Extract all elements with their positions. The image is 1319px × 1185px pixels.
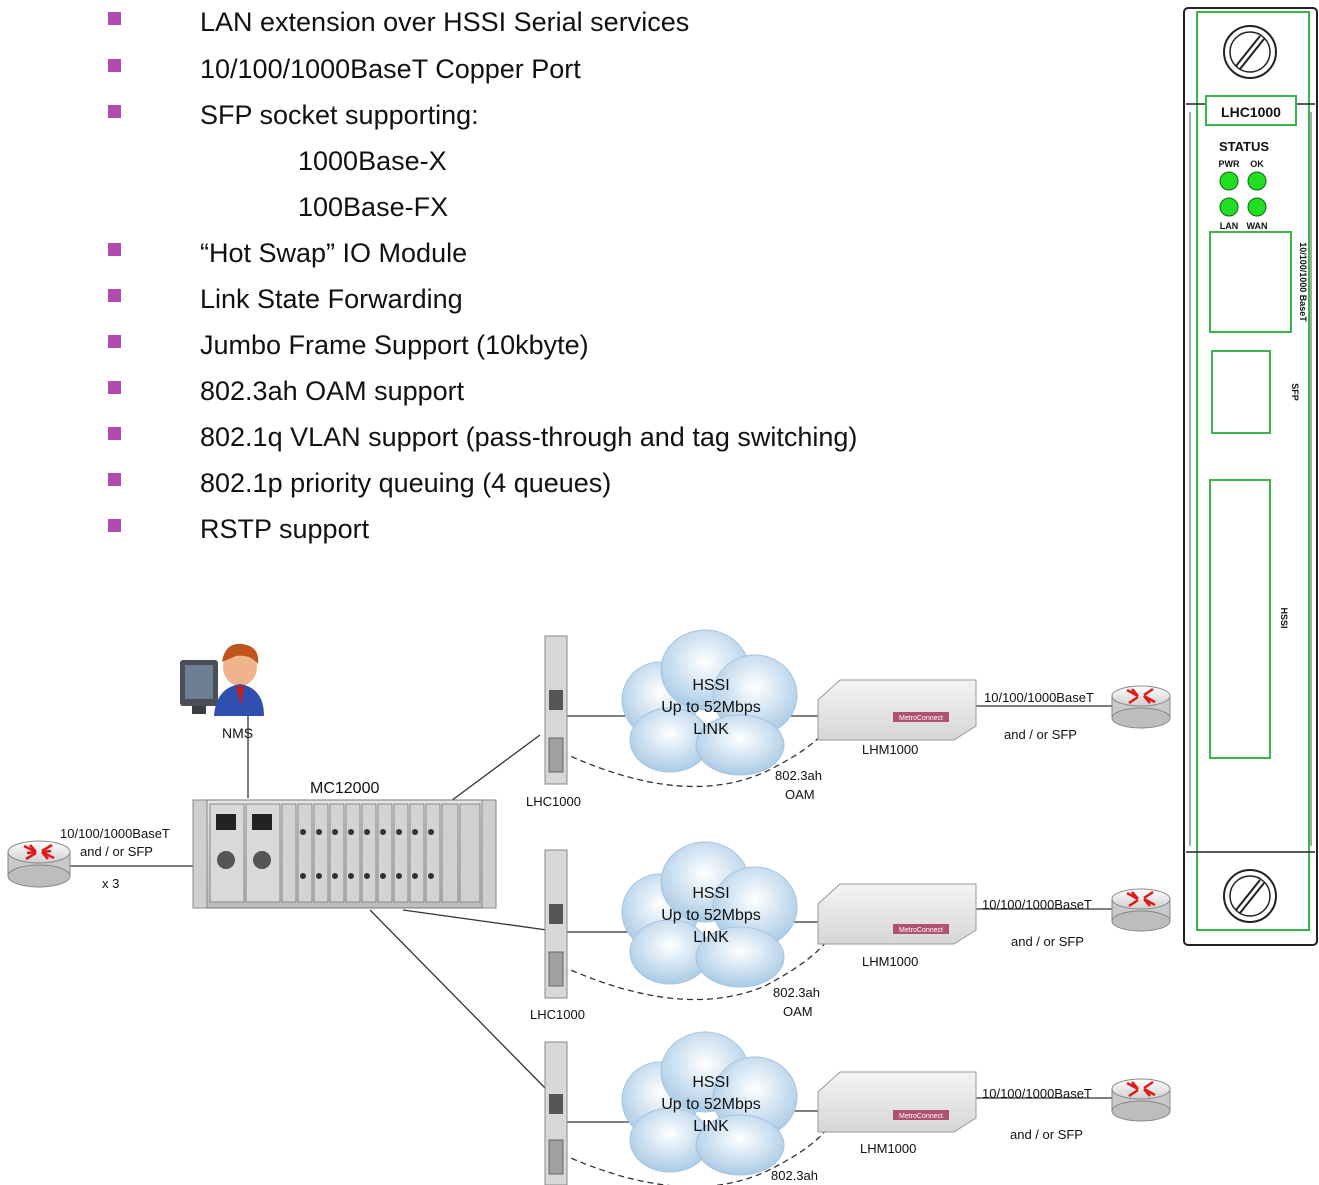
- lhc1000-front-panel: LHC1000 STATUS PWR OK LAN WAN 10/100/100…: [1183, 7, 1318, 946]
- feature-item: RSTP support: [200, 514, 370, 544]
- card-label-1: LHC1000: [526, 794, 581, 809]
- nms-label: NMS: [222, 725, 253, 741]
- led-wan-icon: [1247, 197, 1267, 217]
- panel-model-label: LHC1000: [1221, 104, 1281, 120]
- lhc1000-card-2: [544, 849, 568, 999]
- remote-port-label-2: 10/100/1000BaseT: [982, 897, 1092, 912]
- lhm-label-2: LHM1000: [862, 954, 918, 969]
- hssi-port[interactable]: [1209, 479, 1271, 759]
- feature-list: LAN extension over HSSI Serial services …: [0, 0, 1150, 560]
- left-router-port-label: 10/100/1000BaseT: [60, 826, 170, 841]
- cloud-3-line3: LINK: [693, 1118, 729, 1135]
- remote-sfp-label-3: and / or SFP: [1010, 1127, 1083, 1142]
- cloud-3-line1: HSSI: [692, 1074, 729, 1091]
- led-label-lan: LAN: [1220, 221, 1239, 231]
- remote-router-icon-3: [1111, 1078, 1171, 1122]
- hssi-cloud-3: [621, 1031, 798, 1176]
- lhm-brand-1: MetroConnect: [899, 715, 943, 722]
- led-label-wan: WAN: [1247, 221, 1268, 231]
- lhm1000-unit-3: [817, 1071, 977, 1133]
- left-router-multiplier: x 3: [102, 876, 119, 891]
- lhm-brand-3: MetroConnect: [899, 1113, 943, 1120]
- hssi-cloud-1: [621, 629, 798, 776]
- network-diagram: NMS MC12000: [7, 629, 1171, 1185]
- sfp-port-label: SFP: [1290, 383, 1300, 401]
- remote-sfp-label-1: and / or SFP: [1004, 727, 1077, 742]
- card-label-2: LHC1000: [530, 1007, 585, 1022]
- bullet-icon: [108, 243, 121, 256]
- remote-router-icon-1: [1111, 685, 1171, 729]
- bullet-icon: [108, 473, 121, 486]
- bullet-icon: [108, 12, 121, 25]
- led-ok-icon: [1247, 171, 1267, 191]
- led-label-pwr: PWR: [1219, 159, 1240, 169]
- cloud-2-line3: LINK: [693, 929, 729, 946]
- cloud-1-line1: HSSI: [692, 677, 729, 694]
- lhc1000-card-1: [544, 635, 568, 785]
- panel-status-title: STATUS: [1219, 139, 1269, 154]
- oam-label-1b: OAM: [785, 787, 815, 802]
- oam-label-1a: 802.3ah: [775, 768, 822, 783]
- oam-label-2b: OAM: [783, 1004, 813, 1019]
- bullet-icon: [108, 105, 121, 118]
- bullet-icon: [108, 519, 121, 532]
- remote-port-label-3: 10/100/1000BaseT: [982, 1086, 1092, 1101]
- cloud-3-line2: Up to 52Mbps: [661, 1096, 761, 1113]
- hssi-cloud-2: [621, 841, 798, 988]
- feature-item: 10/100/1000BaseT Copper Port: [200, 54, 581, 84]
- cloud-1-line3: LINK: [693, 721, 729, 738]
- bullet-icon: [108, 289, 121, 302]
- feature-item: Jumbo Frame Support (10kbyte): [200, 330, 589, 360]
- feature-item: Link State Forwarding: [200, 284, 463, 314]
- cloud-2-line1: HSSI: [692, 885, 729, 902]
- copper-port-label: 10/100/1000 BaseT: [1298, 242, 1308, 322]
- copper-port[interactable]: [1209, 231, 1292, 333]
- oam-label-3a: 802.3ah: [771, 1168, 818, 1183]
- left-router-icon: [7, 840, 71, 888]
- feature-item: 802.1q VLAN support (pass-through and ta…: [200, 422, 858, 452]
- feature-item: 802.3ah OAM support: [200, 376, 465, 406]
- remote-port-label-1: 10/100/1000BaseT: [984, 690, 1094, 705]
- led-label-ok: OK: [1250, 159, 1264, 169]
- left-router-sfp-label: and / or SFP: [80, 844, 153, 859]
- feature-subitem: 1000Base-X: [298, 146, 447, 176]
- led-lan-icon: [1219, 197, 1239, 217]
- bullet-icon: [108, 381, 121, 394]
- cloud-1-line2: Up to 52Mbps: [661, 699, 761, 716]
- lhm1000-unit-1: [817, 679, 977, 741]
- cloud-2-line2: Up to 52Mbps: [661, 907, 761, 924]
- hssi-port-label: HSSI: [1279, 607, 1289, 628]
- feature-item: 802.1p priority queuing (4 queues): [200, 468, 612, 498]
- bullet-icon: [108, 335, 121, 348]
- screw-icon-bottom: [1223, 869, 1277, 923]
- lhm-label-1: LHM1000: [862, 742, 918, 757]
- remote-router-icon-2: [1111, 888, 1171, 932]
- lhm-brand-2: MetroConnect: [899, 927, 943, 934]
- remote-sfp-label-2: and / or SFP: [1011, 934, 1084, 949]
- feature-item: SFP socket supporting:: [200, 100, 479, 130]
- feature-subitem: 100Base-FX: [298, 192, 449, 222]
- lhm-label-3: LHM1000: [860, 1141, 916, 1156]
- oam-label-2a: 802.3ah: [773, 985, 820, 1000]
- lhm1000-unit-2: [817, 883, 977, 945]
- led-pwr-icon: [1219, 171, 1239, 191]
- mc12000-chassis: [192, 799, 497, 909]
- screw-icon-top: [1223, 25, 1277, 79]
- sfp-port[interactable]: [1211, 350, 1271, 434]
- chassis-label: MC12000: [310, 780, 379, 797]
- bullet-icon: [108, 59, 121, 72]
- nms-workstation-icon: [180, 643, 264, 716]
- feature-item: LAN extension over HSSI Serial services: [200, 7, 690, 37]
- feature-item: “Hot Swap” IO Module: [200, 238, 468, 268]
- lhc1000-card-3: [544, 1041, 568, 1185]
- bullet-icon: [108, 427, 121, 440]
- oam-links: [552, 729, 827, 1185]
